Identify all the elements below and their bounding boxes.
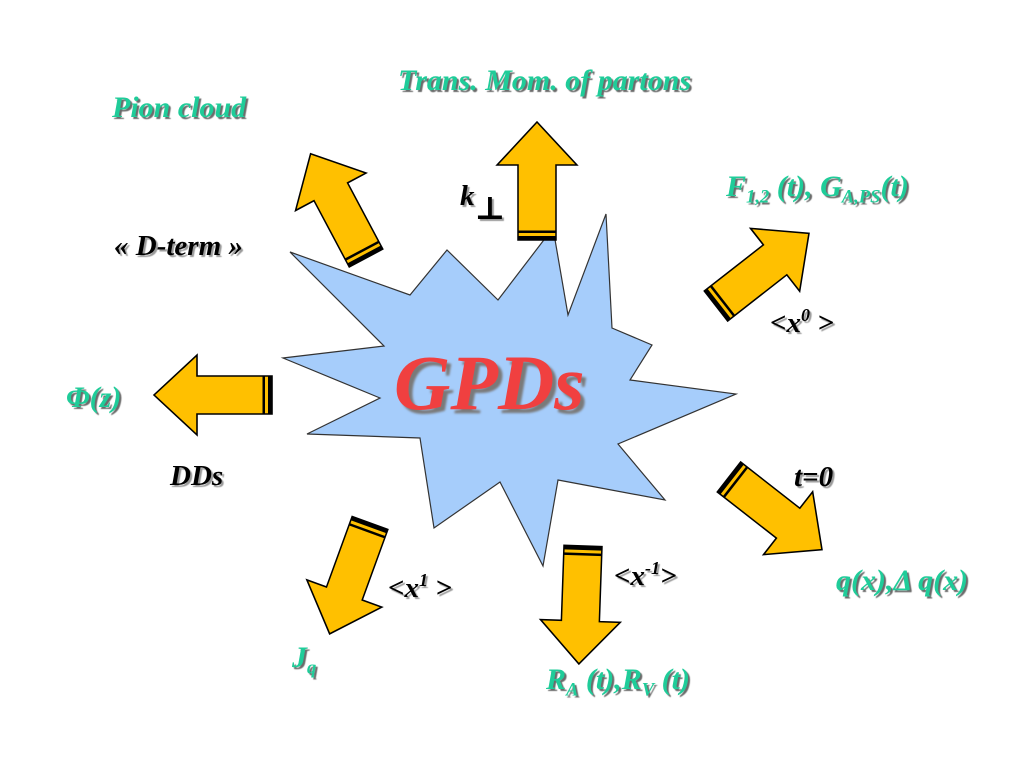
ra-end: (t)	[654, 663, 690, 696]
x0-exp: 0	[801, 305, 811, 326]
arrow-ra-rv	[538, 543, 624, 667]
moment-xm1-label: <x-1>	[614, 559, 677, 592]
ff-f: F	[726, 170, 747, 203]
ra-sub: A	[566, 679, 579, 701]
xm1-close: >	[660, 560, 677, 592]
jq-j: J	[292, 641, 307, 674]
dds-label: DDs	[170, 460, 224, 492]
ff-f-sub: 1,2	[746, 186, 770, 208]
rv-sub: V	[641, 679, 655, 701]
x1-open: <x	[388, 572, 420, 604]
ra-r: R	[546, 663, 567, 696]
x0-close: >	[810, 307, 834, 339]
jq-label: Jq	[292, 641, 316, 678]
trans-mom-label: Trans. Mom. of partons	[398, 64, 692, 97]
t-zero-label: t=0	[794, 461, 834, 493]
ff-end: (t)	[880, 170, 909, 203]
moment-x0-label: <x0 >	[770, 306, 834, 339]
phi-z-label: Φ(z)	[66, 381, 122, 414]
xm1-open: <x	[614, 560, 646, 592]
pdfs-label: q(x),Δ q(x)	[836, 564, 969, 597]
arrow-profile-function	[153, 354, 273, 436]
moment-x1-label: <x1 >	[388, 571, 452, 604]
form-factors-label: F1,2 (t), GA,PS(t)	[726, 170, 909, 207]
x1-exp: 1	[419, 570, 429, 591]
d-term-label: « D-term »	[114, 230, 243, 262]
xm1-exp: -1	[645, 558, 660, 579]
jq-sub: q	[307, 657, 317, 679]
gpds-title: GPDs	[394, 339, 585, 426]
central-star-burst	[280, 213, 739, 568]
perp-symbol: ⊥	[474, 190, 506, 226]
k-perp-label: k⊥	[460, 178, 505, 225]
ff-mid: (t), G	[769, 170, 842, 203]
k-symbol: k	[460, 180, 475, 212]
x0-open: <x	[770, 307, 802, 339]
arrow-trans-mom	[496, 121, 578, 241]
ra-mid: (t),R	[578, 663, 642, 696]
ff-g-sub: A,PS	[841, 186, 881, 208]
pion-cloud-label: Pion cloud	[112, 91, 247, 124]
x1-close: >	[428, 572, 452, 604]
ra-rv-label: RA (t),RV (t)	[546, 663, 690, 700]
